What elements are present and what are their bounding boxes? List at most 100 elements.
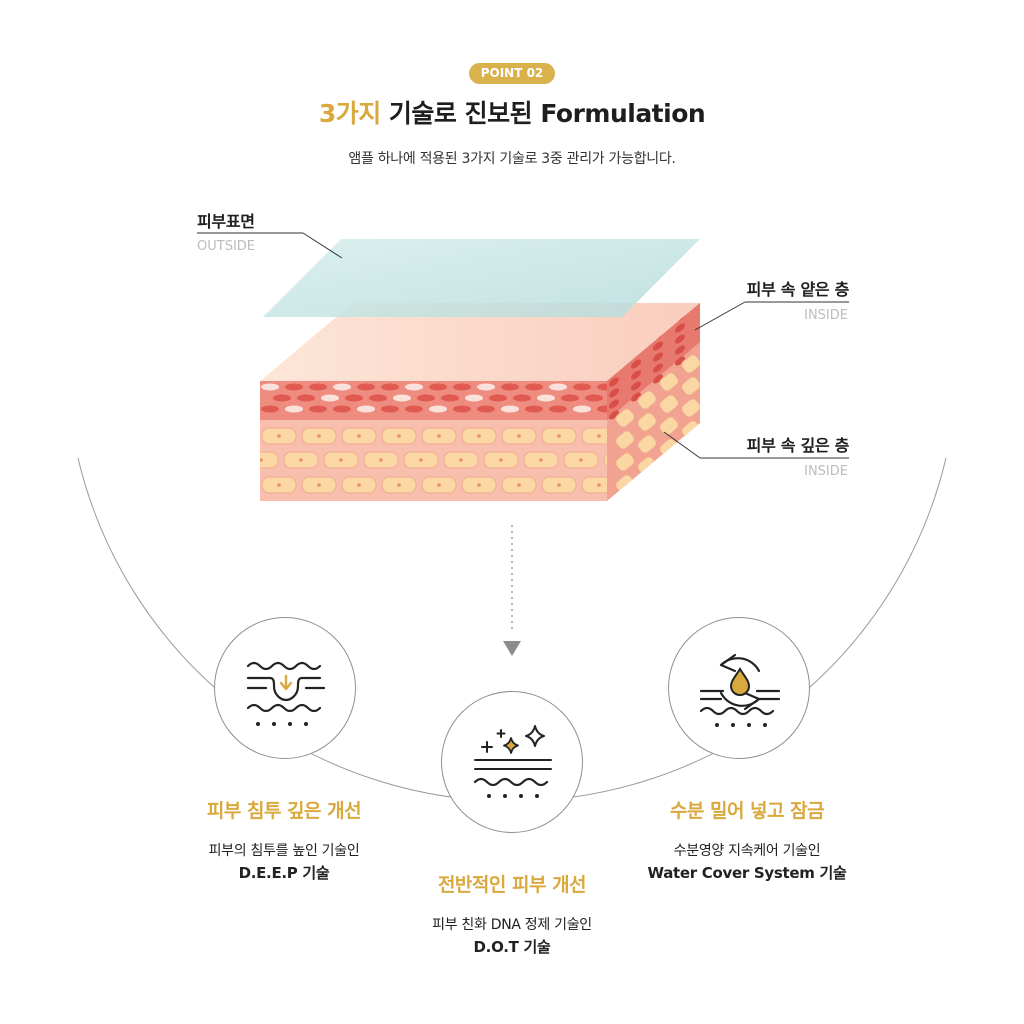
skin-cell	[581, 476, 607, 494]
skin-cell-oval	[381, 383, 399, 391]
skin-cell-oval	[261, 383, 279, 391]
skin-side-cell	[681, 354, 700, 374]
skin-cell-oval	[285, 405, 303, 413]
skin-top-face	[260, 303, 700, 381]
outer-skin-layer	[263, 239, 700, 317]
skin-side-oval	[675, 356, 685, 366]
skin-cell-oval	[321, 394, 339, 402]
skin-side-oval	[631, 381, 641, 391]
skin-side-oval	[675, 334, 685, 344]
skin-cell-oval	[429, 405, 447, 413]
skin-cell-oval	[369, 394, 387, 402]
skin-cell-oval	[573, 383, 591, 391]
feature-desc-water-text: 수분영양 지속케어 기술인	[673, 843, 821, 859]
skin-cell-nucleus	[477, 483, 481, 487]
skin-cell-nucleus	[397, 483, 401, 487]
skin-side-oval	[653, 341, 663, 351]
skin-side-cell	[681, 376, 700, 396]
skin-cell-oval	[537, 394, 555, 402]
feature-desc-dot-text: 피부 친화 DNA 정제 기술인	[432, 917, 592, 933]
skin-side-oval	[609, 377, 619, 387]
title-rest: 기술로 진보된 Formulation	[380, 99, 706, 128]
skin-cell-nucleus	[419, 458, 423, 462]
feature-desc-deep: 피부의 침투를 높인 기술인 D.E.E.P 기술	[134, 840, 434, 884]
skin-cell-oval	[441, 394, 459, 402]
skin-cell-nucleus	[437, 483, 441, 487]
skin-cell-nucleus	[317, 483, 321, 487]
skin-cell-oval	[381, 405, 399, 413]
skin-cell-nucleus	[557, 434, 561, 438]
skin-cell-nucleus	[517, 434, 521, 438]
layer-sub-deep: INSIDE	[804, 464, 848, 479]
feature-tech-water: Water Cover System 기술	[647, 864, 847, 882]
point-badge: POINT 02	[469, 63, 555, 84]
skin-cell-nucleus	[357, 434, 361, 438]
skin-cell-oval	[357, 383, 375, 391]
skin-cell-oval	[501, 383, 519, 391]
skin-cell-nucleus	[277, 434, 281, 438]
skin-cell-oval	[393, 394, 411, 402]
skin-cell-oval	[285, 383, 303, 391]
skin-cell-nucleus	[597, 434, 601, 438]
title-accent: 3가지	[318, 99, 381, 128]
skin-side-cell	[615, 452, 635, 472]
skin-side-cell	[681, 398, 700, 418]
skin-cell-nucleus	[579, 458, 583, 462]
skin-cell-oval	[405, 383, 423, 391]
page-title: 3가지 기술로 진보된 Formulation	[0, 94, 1024, 130]
skin-cell-oval	[453, 383, 471, 391]
skin-side-cell	[637, 412, 657, 432]
skin-cell-oval	[345, 394, 363, 402]
skin-cell-oval	[573, 405, 591, 413]
skin-side-oval	[675, 323, 685, 333]
skin-cell-oval	[561, 394, 579, 402]
skin-cell-oval	[333, 383, 351, 391]
skin-cell-nucleus	[499, 458, 503, 462]
skin-side-cell	[659, 416, 679, 436]
skin-cell-nucleus	[397, 434, 401, 438]
skin-cell-oval	[453, 405, 471, 413]
skin-cell-oval	[525, 405, 543, 413]
skin-cell-oval	[465, 394, 483, 402]
skin-side-oval	[609, 388, 619, 398]
skin-cell-nucleus	[557, 483, 561, 487]
skin-cell-nucleus	[317, 434, 321, 438]
skin-cell-oval	[429, 383, 447, 391]
skin-side-oval	[675, 345, 685, 355]
skin-cell-oval	[273, 394, 291, 402]
skin-side-oval	[653, 352, 663, 362]
skin-side-cell	[615, 430, 635, 450]
skin-cell-nucleus	[260, 458, 263, 462]
skin-cell-oval	[357, 405, 375, 413]
skin-cell-nucleus	[437, 434, 441, 438]
feature-desc-water: 수분영양 지속케어 기술인 Water Cover System 기술	[597, 840, 897, 884]
sparkle-skin-icon	[473, 725, 552, 798]
feature-tech-deep: D.E.E.P 기술	[238, 864, 330, 882]
skin-cell-oval	[501, 405, 519, 413]
skin-penetration-icon	[246, 661, 326, 726]
skin-cell	[603, 452, 607, 468]
skin-side-cell	[659, 394, 679, 414]
skin-cell-nucleus	[637, 483, 641, 487]
feature-title-water: 수분 밀어 넣고 잠금	[669, 800, 825, 822]
skin-cell-oval	[477, 383, 495, 391]
skin-side-oval	[631, 370, 641, 380]
layer-label-shallow: 피부 속 얕은 층	[746, 280, 850, 299]
feature-desc-deep-text: 피부의 침투를 높인 기술인	[208, 843, 360, 859]
skin-cell-oval	[297, 394, 315, 402]
layer-sub-shallow: INSIDE	[804, 308, 848, 323]
moisture-cycle-icon	[699, 653, 781, 727]
layer-sub-surface: OUTSIDE	[197, 239, 255, 254]
skin-cell-oval	[597, 383, 607, 391]
skin-side-oval	[609, 399, 619, 409]
feature-tech-dot: D.O.T 기술	[473, 938, 551, 956]
skin-cell-oval	[549, 383, 567, 391]
skin-side-cell	[659, 372, 679, 392]
page-subtitle: 앰플 하나에 적용된 3가지 기술로 3중 관리가 가능합니다.	[348, 151, 676, 167]
skin-cell	[260, 451, 279, 469]
skin-cell-nucleus	[357, 483, 361, 487]
skin-cell-nucleus	[379, 458, 383, 462]
skin-cell-nucleus	[459, 458, 463, 462]
skin-side-cell	[637, 434, 657, 454]
skin-cell-oval	[309, 383, 327, 391]
